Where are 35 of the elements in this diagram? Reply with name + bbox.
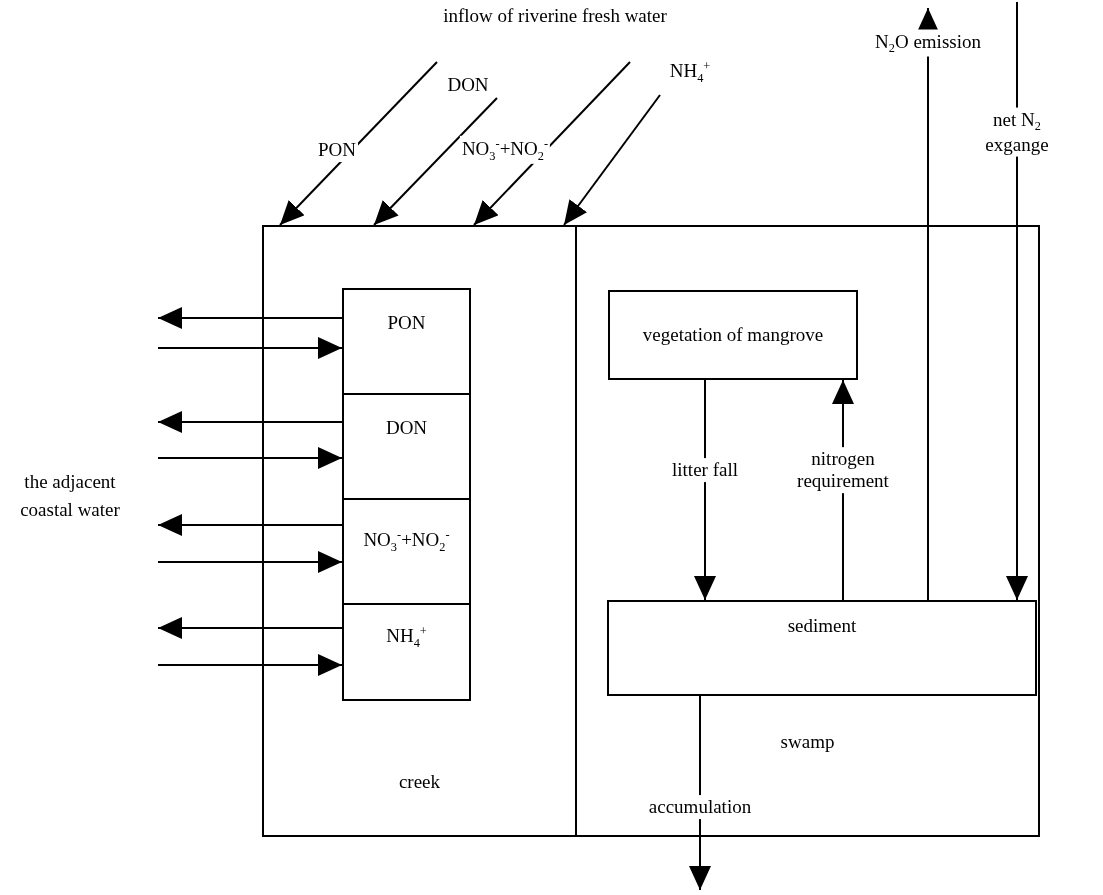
- arrow: [157, 617, 343, 639]
- compartment-label: creek: [397, 772, 442, 793]
- arrow: [694, 379, 716, 601]
- process-box: [608, 290, 858, 380]
- arrow: [157, 551, 343, 573]
- arrow: [157, 337, 343, 359]
- compartment-label: swamp: [779, 732, 836, 753]
- process-box: [342, 603, 471, 701]
- process-box: [607, 600, 1037, 696]
- node-label: PON: [387, 313, 426, 334]
- arrow: [1006, 1, 1028, 601]
- arrow: [279, 61, 438, 226]
- edge-label: litter fall: [670, 458, 740, 482]
- compartment-box: [262, 225, 577, 837]
- arrow: [563, 94, 661, 226]
- process-box: [342, 288, 471, 395]
- arrow: [157, 447, 343, 469]
- arrow: [157, 654, 343, 676]
- process-box: [342, 498, 471, 605]
- arrow: [917, 7, 939, 601]
- source-label: inflow of riverine fresh water: [443, 5, 667, 27]
- node-label: sediment: [787, 615, 857, 637]
- edge-label: N$_{2}$O emission: [873, 29, 983, 57]
- node-label: vegetation of mangrove: [642, 324, 824, 346]
- node-label: DON: [385, 418, 428, 439]
- arrow: [157, 514, 343, 536]
- edge-label: accumulation: [646, 795, 754, 819]
- arrow: [157, 411, 343, 433]
- compartment-box: [575, 225, 1040, 837]
- arrow: [473, 61, 631, 226]
- arrow: [157, 307, 343, 329]
- process-box: [342, 393, 471, 500]
- arrow: [373, 97, 498, 226]
- water-body-label: the adjacent coastal water: [19, 470, 121, 522]
- arrow: [689, 695, 711, 891]
